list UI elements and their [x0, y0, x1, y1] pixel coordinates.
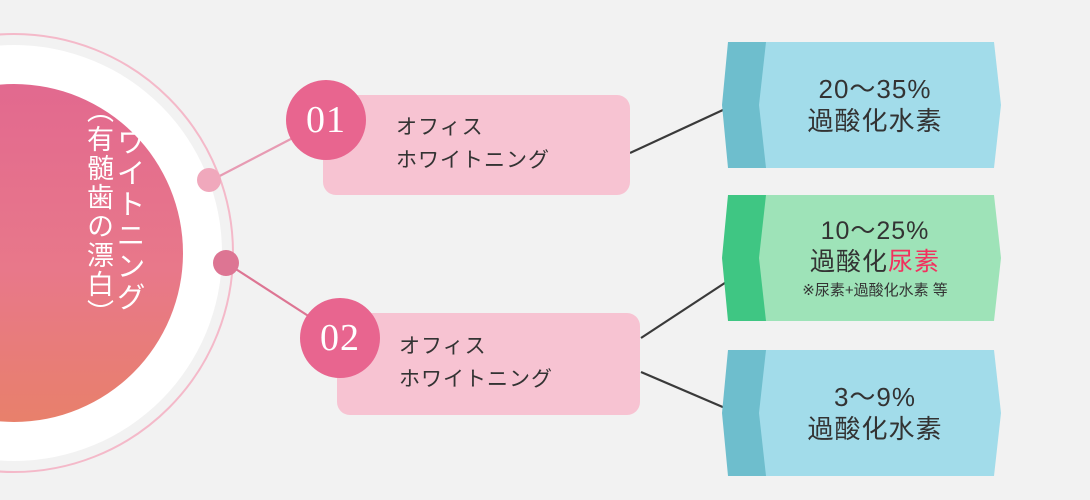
chip-agent-suffix: 水素 [888, 414, 943, 444]
chip-agent: 過酸化水素 [807, 105, 942, 138]
chip-agent: 過酸化水素 [807, 413, 942, 446]
hub-dot-lower [213, 250, 239, 276]
chip-percent: 20〜35% [818, 73, 932, 104]
chip-body [728, 350, 1001, 476]
chip-agent-prefix: 過酸化 [807, 414, 889, 444]
chip-percent: 10〜25% [820, 217, 930, 245]
hub-dot-upper [197, 168, 221, 192]
chip-body [728, 42, 1001, 168]
wire-card01-to-chip1 [629, 102, 739, 154]
chip-body [728, 195, 1001, 321]
branch-card-01-label: オフィス ホワイトニング [396, 116, 550, 172]
branch-card-02[interactable]: オフィス ホワイトニング [337, 313, 640, 415]
result-chip-peroxide-low[interactable]: 3〜9% 過酸化水素 [722, 348, 1002, 478]
chip-note: ※尿素+過酸化水素 等 [802, 281, 948, 299]
branch-card-02-label: オフィス ホワイトニング [399, 335, 553, 391]
chip-arrow-tab [722, 350, 766, 476]
chip-agent-suffix: 水素 [888, 106, 943, 136]
chip-arrow-tab [722, 195, 766, 321]
chip-agent: 過酸化尿素 [810, 247, 940, 278]
branch-card-01[interactable]: オフィス ホワイトニング [323, 95, 630, 195]
chip-agent-prefix: 過酸化 [807, 106, 889, 136]
branch-badge-01[interactable]: 01 [286, 80, 366, 160]
branch-badge-02[interactable]: 02 [300, 298, 380, 378]
chip-arrow-tab [722, 42, 766, 168]
result-chip-carbamide[interactable]: 10〜25% 過酸化尿素 ※尿素+過酸化水素 等 [722, 193, 1002, 323]
result-chip-peroxide-high[interactable]: 20〜35% 過酸化水素 [722, 40, 1002, 170]
chip-percent: 3〜9% [833, 381, 917, 412]
chip-agent-highlight: 尿素 [888, 248, 941, 277]
wire-card02-to-chip2 [640, 272, 741, 339]
chip-agent-prefix: 過酸化 [809, 248, 888, 277]
